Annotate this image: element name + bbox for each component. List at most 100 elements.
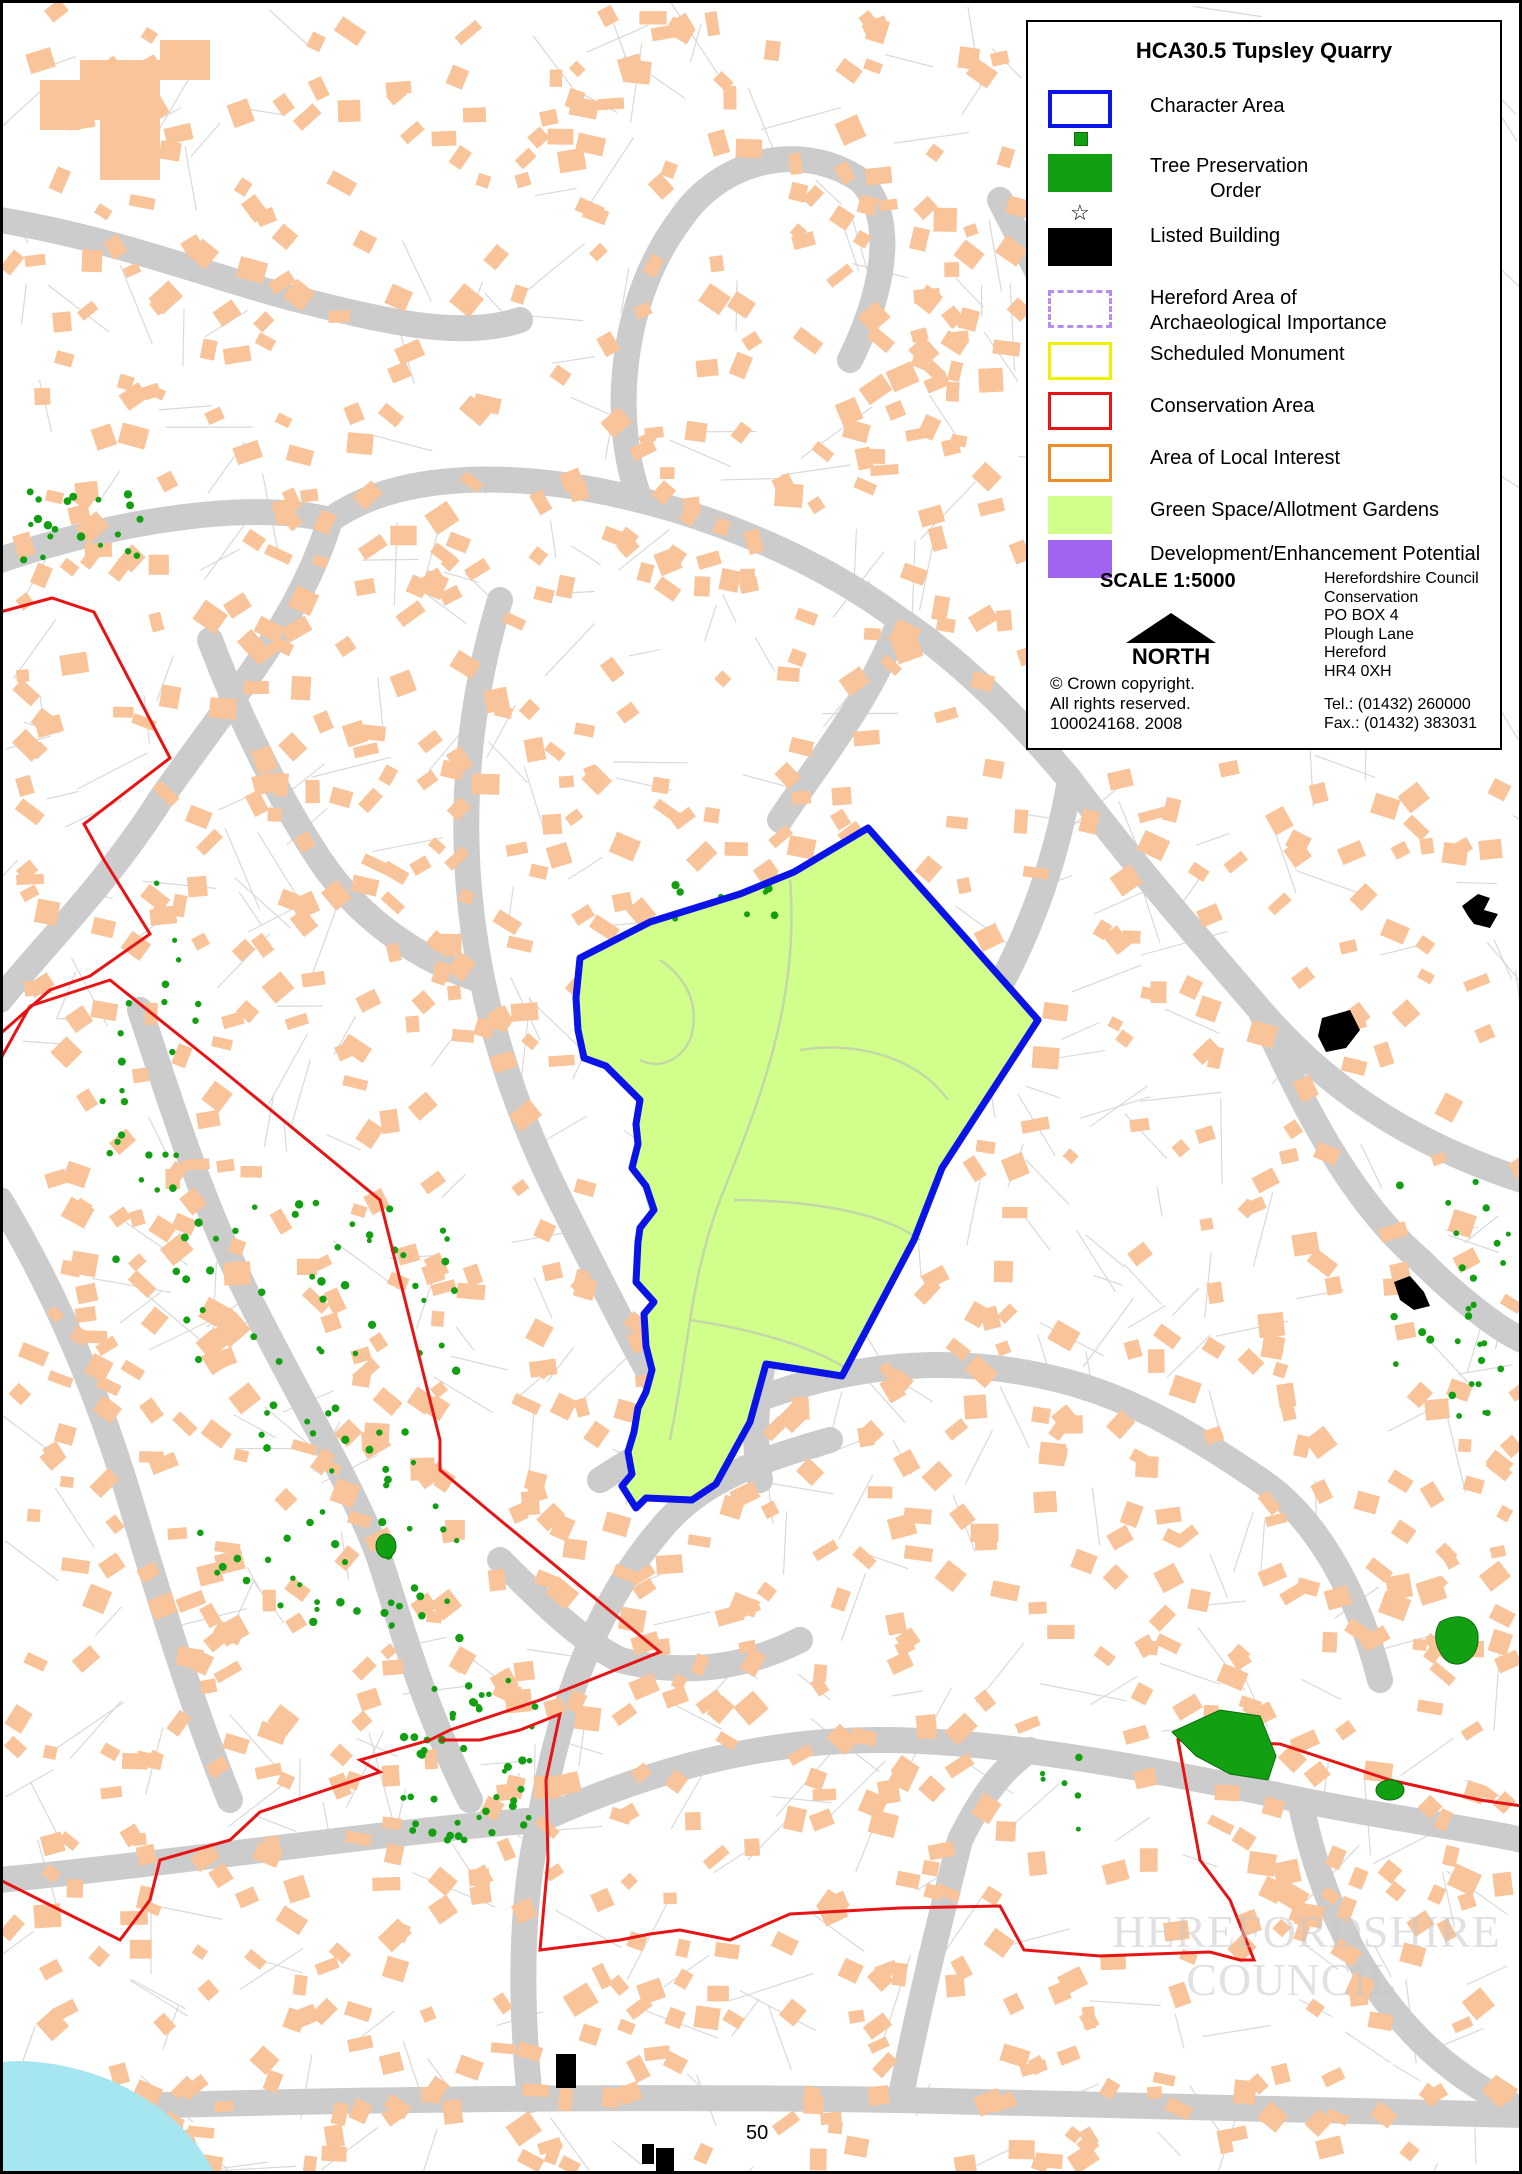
building (1223, 850, 1249, 874)
building (313, 509, 337, 536)
building (445, 64, 470, 90)
building (927, 525, 948, 552)
plot-line (1009, 283, 1016, 372)
building (84, 1353, 114, 1383)
plot-line (1360, 1144, 1383, 1189)
building (1129, 1117, 1150, 1133)
building (1399, 2141, 1420, 2162)
building (82, 1583, 113, 1615)
building (744, 1838, 761, 1857)
building (441, 2098, 464, 2125)
plot-line (156, 655, 175, 701)
building (1264, 1512, 1288, 1528)
plot-line (13, 618, 57, 679)
building (242, 528, 267, 552)
building (300, 488, 319, 503)
building (1202, 1425, 1225, 1446)
building (808, 1808, 835, 1832)
tpo-tree (1465, 1305, 1472, 1312)
plot-line (372, 837, 444, 853)
building (395, 600, 426, 628)
building (1092, 919, 1113, 941)
building (513, 1660, 535, 1682)
tpo-tree (117, 1131, 126, 1139)
building (12, 728, 46, 762)
tpo-tree (762, 889, 769, 895)
building (464, 557, 491, 581)
building (600, 2086, 621, 2109)
building (381, 1816, 403, 1831)
building (89, 1468, 120, 1499)
building (267, 270, 296, 295)
building (653, 576, 682, 602)
building (120, 930, 152, 961)
tpo-tree (441, 1257, 450, 1266)
tpo-tree (454, 1832, 463, 1841)
building (1462, 1475, 1485, 1495)
tpo-tree (1392, 1361, 1399, 1367)
tpo-tree (123, 490, 133, 499)
character-area-boundary[interactable] (572, 824, 1042, 1512)
plot-line (612, 2140, 643, 2166)
building (1335, 1895, 1358, 1923)
copyright-line: All rights reserved. (1050, 694, 1191, 713)
tpo-tree (352, 1350, 359, 1357)
tpo-tree (1493, 1239, 1501, 1247)
plot-line (99, 470, 121, 502)
building (292, 1974, 308, 1996)
building (1373, 1041, 1395, 1068)
building (617, 2018, 636, 2036)
building (596, 331, 621, 358)
building (385, 942, 402, 963)
building (990, 50, 1010, 67)
building (899, 562, 929, 586)
plot-line (311, 756, 392, 778)
building (430, 1381, 448, 1399)
plot-line (1166, 1334, 1211, 1378)
plot-line (1164, 1008, 1220, 1034)
building (200, 1678, 218, 1695)
building (626, 59, 652, 85)
building (251, 745, 278, 775)
building (923, 1883, 944, 1901)
building (285, 1612, 308, 1634)
building (212, 299, 242, 327)
building (600, 406, 633, 439)
building (165, 1168, 180, 1190)
plot-line (549, 520, 557, 558)
building (136, 1561, 161, 1584)
telephone: Tel.: (01432) 260000 (1324, 696, 1471, 713)
building (446, 796, 472, 822)
building (905, 426, 933, 442)
plot-line (999, 1386, 1030, 1448)
building (714, 670, 732, 688)
plot-line (1082, 1298, 1134, 1368)
plot-line (247, 906, 297, 933)
building (351, 1710, 373, 1732)
building (858, 373, 893, 406)
tpo-tree (744, 911, 751, 918)
building (381, 1659, 404, 1676)
legend-item-tpo: Tree Preservation Order (1048, 130, 1488, 220)
building (1322, 1631, 1338, 1653)
building (90, 423, 118, 451)
building (1436, 1918, 1457, 1943)
tpo-tree (283, 1534, 291, 1542)
building (944, 1752, 975, 1779)
building (347, 1510, 373, 1529)
building (152, 780, 180, 807)
fax: Fax.: (01432) 383031 (1324, 714, 1477, 732)
building (1365, 1557, 1394, 1584)
building (446, 745, 474, 776)
tpo-tree (138, 1177, 145, 1183)
tpo-tree (264, 1410, 270, 1416)
building (693, 2142, 714, 2165)
building (284, 1577, 311, 1602)
building (15, 859, 39, 882)
building (682, 496, 701, 515)
tpo-tree (26, 488, 34, 496)
building (1231, 1826, 1257, 1851)
tpo-tree (770, 911, 779, 920)
building (1232, 2079, 1257, 2106)
tpo-tree (136, 515, 144, 523)
